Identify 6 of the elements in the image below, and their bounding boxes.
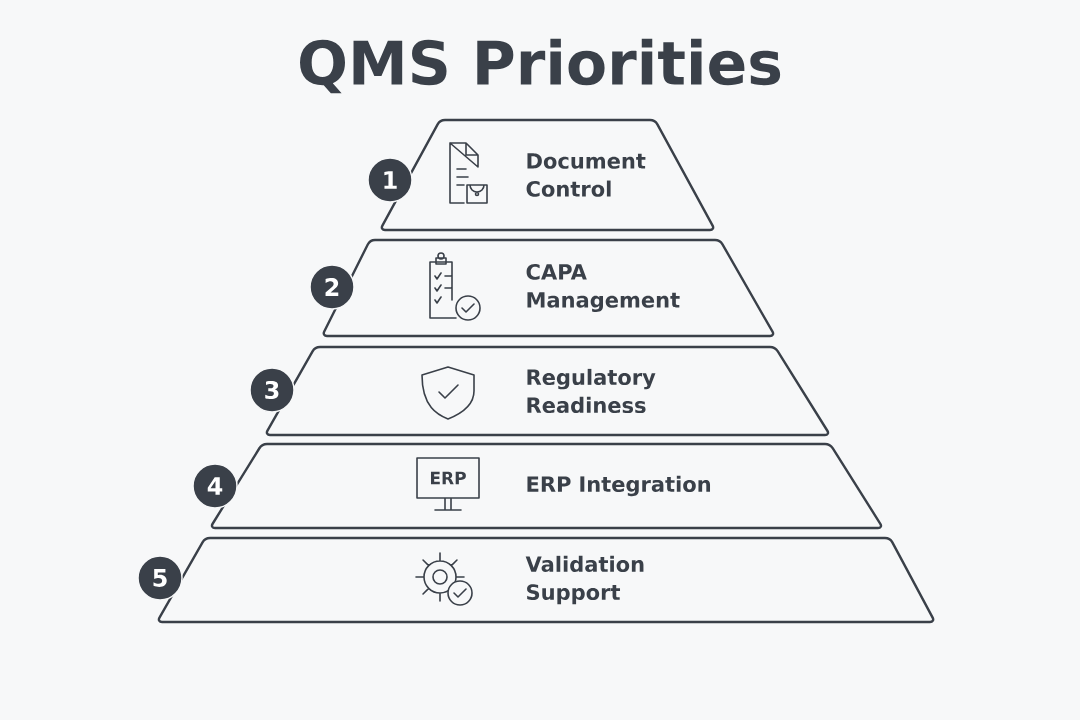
number-badge: 3 (249, 367, 295, 413)
number-badge: 4 (192, 463, 238, 509)
number-badge: 5 (137, 555, 183, 601)
number-badge: 2 (309, 264, 355, 310)
title: QMS Priorities (300, 38, 781, 94)
number-badge: 1 (367, 157, 413, 203)
